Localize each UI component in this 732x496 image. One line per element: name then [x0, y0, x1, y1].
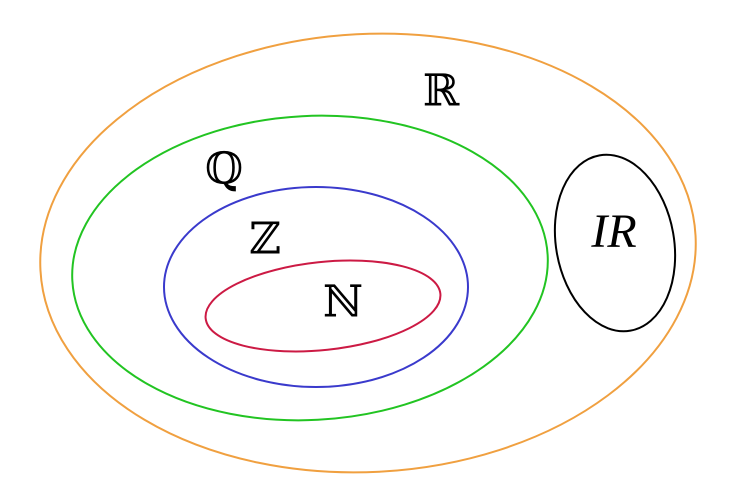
real-numbers-label: ℝ	[423, 66, 460, 117]
natural-numbers-label: ℕ	[323, 277, 363, 328]
rational-numbers-label: ℚ	[205, 144, 243, 195]
integers-label: ℤ	[249, 214, 281, 265]
irrational-numbers-set	[553, 153, 677, 333]
integers-set	[163, 186, 469, 388]
irrational-numbers-label: IR	[590, 205, 636, 258]
real-numbers-set	[39, 32, 697, 474]
natural-numbers-set	[204, 259, 442, 353]
rational-numbers-set	[71, 114, 549, 422]
